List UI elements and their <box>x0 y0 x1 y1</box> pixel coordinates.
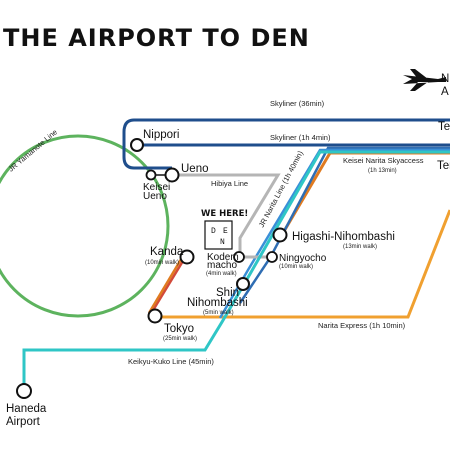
jr-narita-line <box>218 148 450 319</box>
red-line <box>150 255 188 313</box>
station-ningyocho-walk: (10min walk) <box>279 264 313 270</box>
station-ueno[interactable] <box>164 167 180 183</box>
station-tokyo-label: Tokyo <box>164 323 194 335</box>
station-ningyocho[interactable] <box>266 251 278 263</box>
keikyu-kuko-label: Keikyu-Kuko Line (45min) <box>128 357 214 366</box>
station-shin-label-1: Shin <box>216 287 239 299</box>
airport-name-partial-1: N <box>441 73 449 85</box>
station-haneda-airport[interactable] <box>16 383 32 399</box>
station-kanda-walk: (10min walk) <box>145 260 179 266</box>
keisei-blue-line <box>238 146 450 304</box>
den-letter-d: D <box>211 227 216 236</box>
orange-line-accent <box>147 255 185 314</box>
skyliner-label: Skyliner (36min) <box>270 99 325 108</box>
station-nippori-label: Nippori <box>143 129 179 141</box>
station-haneda-label-2: Airport <box>6 416 41 428</box>
station-tokyo-walk: (25min walk) <box>163 336 197 342</box>
station-higashi-label: Higashi-Nihombashi <box>292 231 395 243</box>
station-nippori[interactable] <box>130 138 144 152</box>
station-kodem-label-1: Kodem <box>207 252 239 263</box>
terminal-1-partial: Ter <box>438 121 450 133</box>
map-title: THE AIRPORT TO DEN <box>3 24 310 52</box>
station-kodem-label-2: macho <box>207 260 237 271</box>
station-haneda-label-1: Haneda <box>6 403 47 415</box>
keikyu-kuko-line <box>22 150 450 388</box>
keisei-narita-skyaccess-line <box>281 151 450 234</box>
hibiya-line-label: Hibiya Line <box>211 179 248 188</box>
station-shin-nihombashi[interactable] <box>236 277 250 291</box>
station-keisei-ueno-label-1: Keisei <box>143 182 170 193</box>
hibiya-line <box>175 173 281 259</box>
station-shin-label-2: Nihombashi <box>187 297 248 309</box>
skyliner-label-2: Skyliner (1h 4min) <box>270 133 331 142</box>
station-higashi-walk: (13min walk) <box>343 244 377 250</box>
skyliner-line <box>122 118 450 170</box>
jr-yamanote-line-label: JR Yamanote Line <box>7 127 60 173</box>
station-keisei-ueno[interactable] <box>145 169 157 181</box>
den-letter-n: N <box>220 238 225 247</box>
den-letter-e: E <box>223 227 228 236</box>
station-kanda[interactable] <box>179 249 195 265</box>
station-higashi-nihombashi[interactable] <box>272 227 288 243</box>
keisei-narita-time: (1h 13min) <box>368 168 397 174</box>
station-kanda-label: Kanda <box>150 246 184 258</box>
station-shin-walk: (5min walk) <box>203 310 234 316</box>
narita-express-line <box>155 209 450 319</box>
we-here-label: WE HERE! <box>201 209 248 219</box>
station-tokyo[interactable] <box>147 308 163 324</box>
station-ueno-label: Ueno <box>181 163 209 175</box>
terminal-2-partial: Ter <box>437 160 450 172</box>
keisei-narita-label: Keisei Narita Skyaccess <box>343 156 424 165</box>
station-kodem-walk: (4min walk) <box>206 271 237 277</box>
station-ningyocho-label: Ningyocho <box>279 253 327 264</box>
jr-yamanote-line <box>0 134 170 318</box>
station-keisei-ueno-label-2: Ueno <box>143 191 167 202</box>
airport-name-partial-2: A <box>441 86 449 98</box>
narita-express-label: Narita Express (1h 10min) <box>318 321 406 330</box>
plane-icon <box>403 69 446 91</box>
den-building-icon: D E N <box>204 220 233 250</box>
station-kodemmacho[interactable] <box>233 251 245 263</box>
